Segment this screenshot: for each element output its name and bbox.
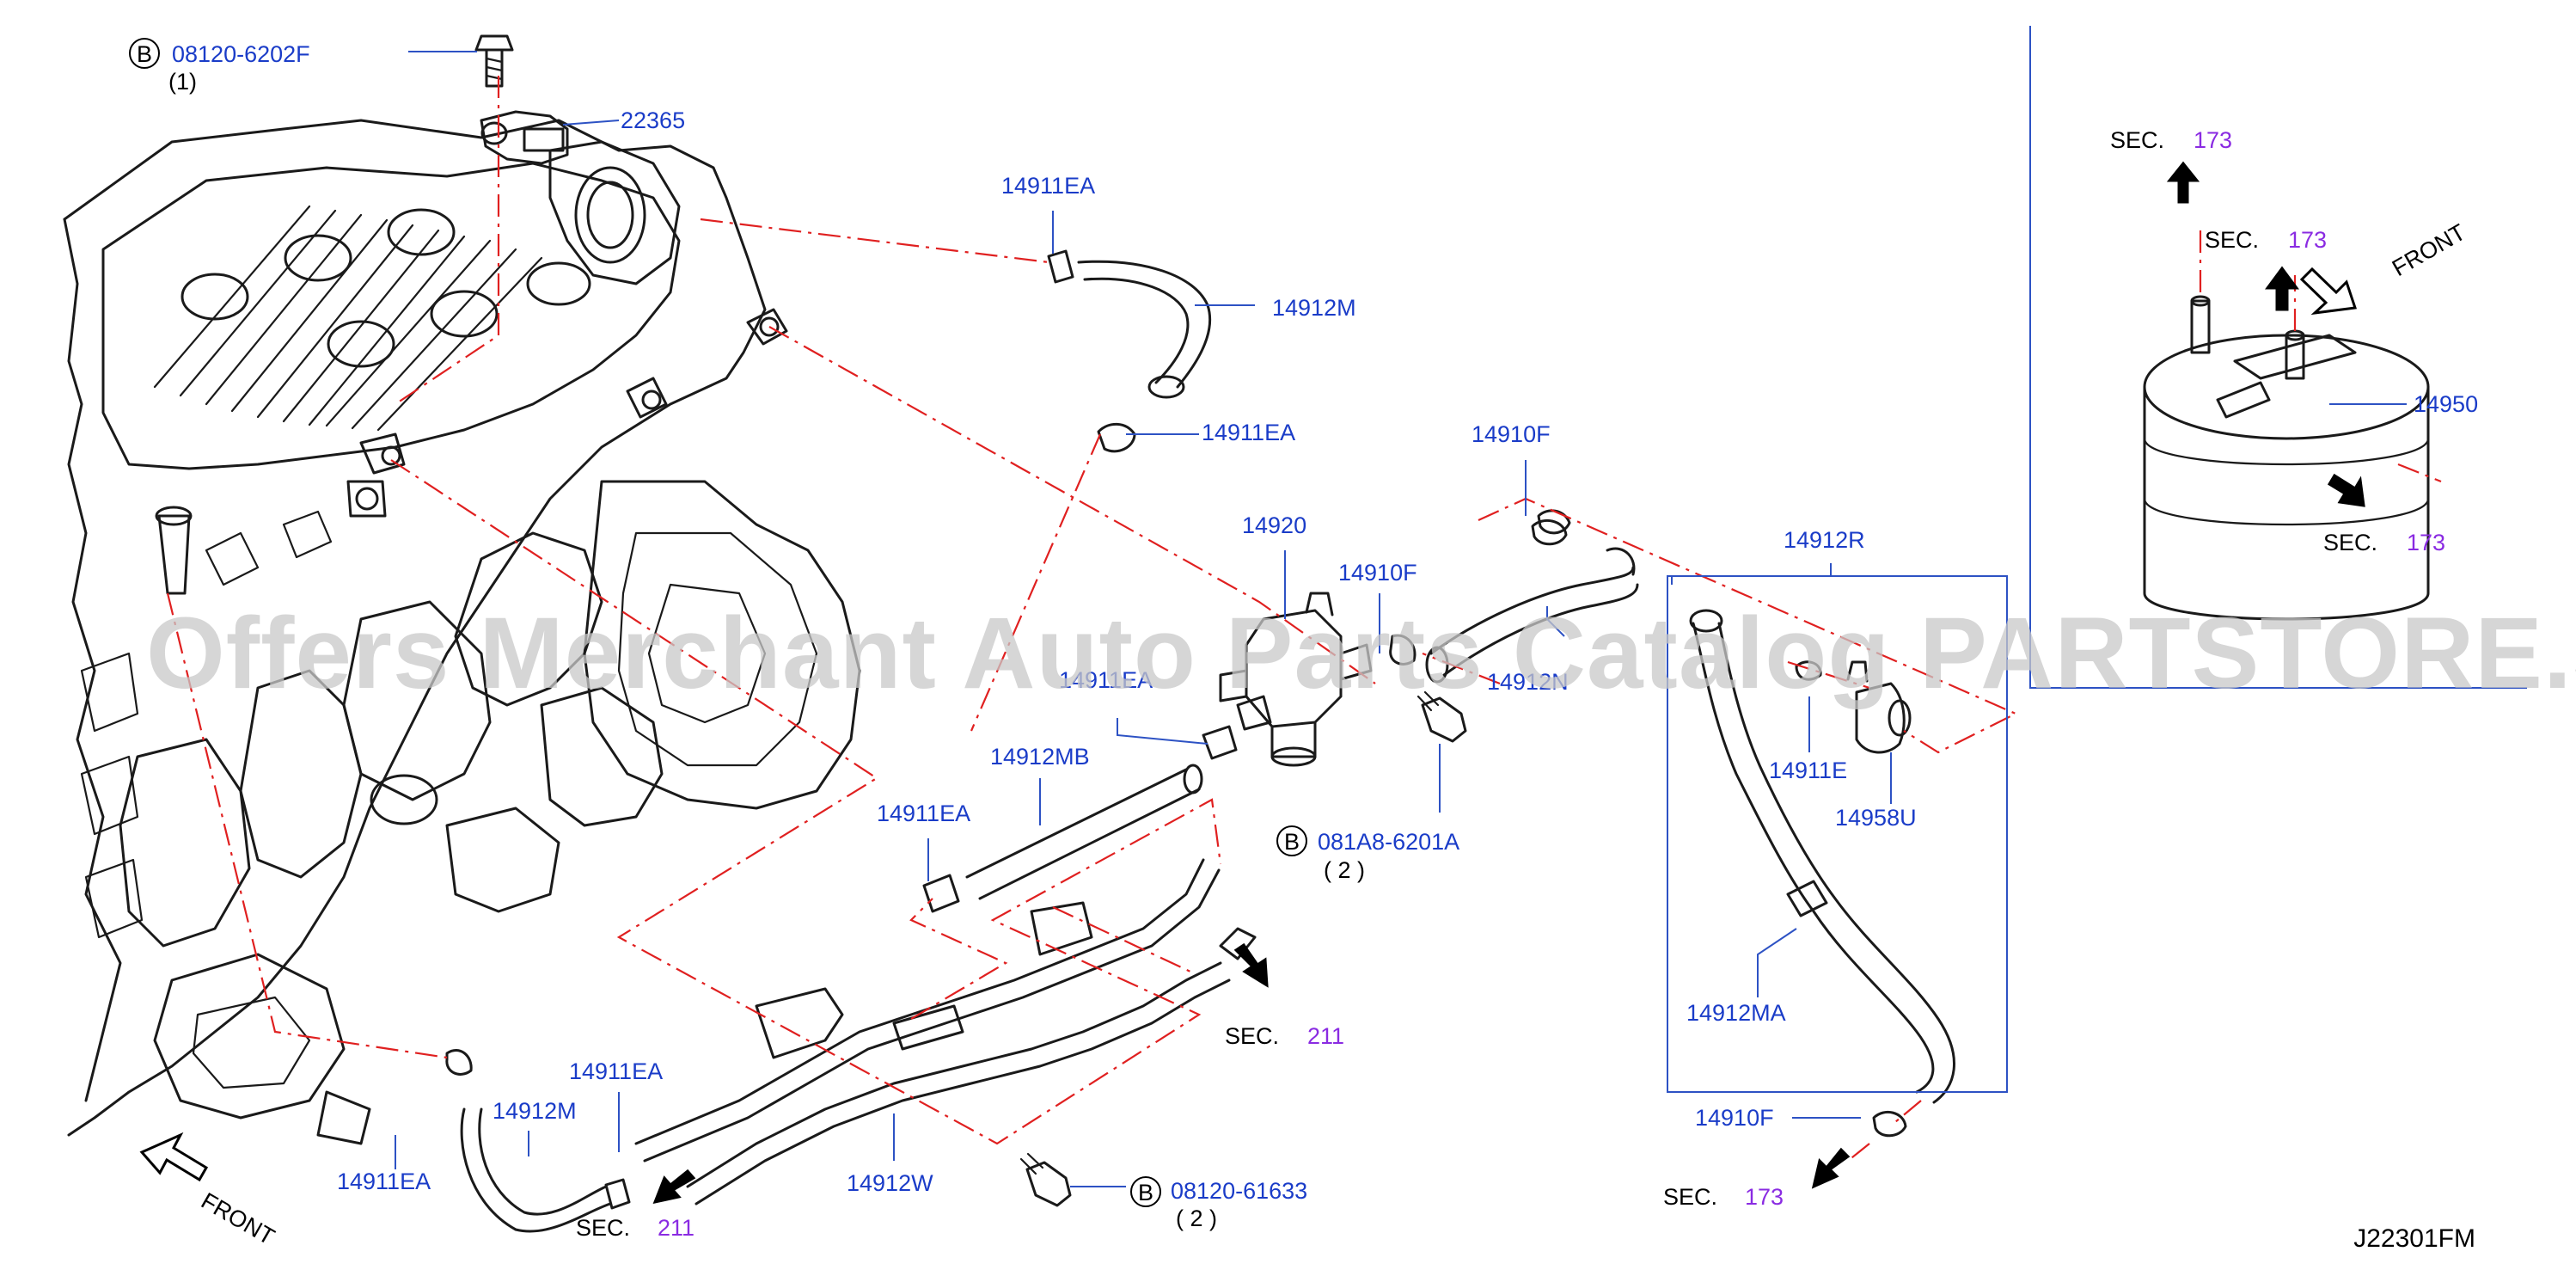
- bolt-top-illustration: [474, 34, 514, 88]
- label-14911ea-bottom-mid[interactable]: 14911EA: [569, 1058, 663, 1084]
- bolt-marker-letter: B: [1284, 829, 1300, 855]
- sec-ref-173-top1[interactable]: SEC. 173: [2110, 127, 2232, 153]
- label-081a8-6201a[interactable]: 081A8-6201A: [1318, 829, 1459, 855]
- label-08120-6202f-qty: (1): [168, 69, 197, 95]
- label-081a8-6201a-qty: ( 2 ): [1324, 857, 1365, 883]
- solid-arrow-icon: [2327, 473, 2365, 507]
- label-14912m-top[interactable]: 14912M: [1272, 295, 1356, 321]
- label-14912ma[interactable]: 14912MA: [1686, 1000, 1786, 1026]
- label-14911ea-top[interactable]: 14911EA: [1001, 173, 1095, 199]
- bolt-marker-letter: B: [1138, 1180, 1153, 1205]
- label-08120-61633[interactable]: 08120-61633: [1171, 1178, 1307, 1204]
- label-08120-6202f[interactable]: 08120-6202F: [172, 41, 310, 67]
- label-14910f-bottom[interactable]: 14910F: [1695, 1105, 1774, 1131]
- bolt-marker-letter: B: [137, 41, 152, 67]
- sensor-22365-illustration: [480, 110, 569, 165]
- sec-ref-173-side[interactable]: SEC. 173: [2323, 530, 2445, 555]
- circle-b-icon: B: [1276, 825, 1307, 856]
- label-14958u[interactable]: 14958U: [1835, 805, 1917, 831]
- flow-arrows: [652, 161, 2365, 1205]
- bolt-valve-illustration: [1416, 690, 1467, 743]
- sec-prefix: SEC.: [1225, 1023, 1279, 1049]
- leader-lines: [395, 51, 2407, 1187]
- purge-valve-14920-illustration: [1202, 592, 1373, 767]
- clamp-illustrations: [1531, 518, 1907, 1138]
- circle-b-icon: B: [1130, 1176, 1161, 1207]
- connection-lines: [166, 76, 2442, 1162]
- sec-number: 173: [2288, 227, 2327, 253]
- sec-number: 173: [2194, 127, 2232, 153]
- label-14911ea-bottom[interactable]: 14911EA: [337, 1169, 431, 1194]
- hose-14912ma-group-frame: [1667, 575, 2008, 1093]
- label-14912m-bottom[interactable]: 14912M: [493, 1098, 577, 1124]
- sec-prefix: SEC.: [1663, 1184, 1717, 1210]
- sec-prefix: SEC.: [2323, 530, 2377, 555]
- solid-arrow-icon: [1811, 1147, 1851, 1189]
- hollow-arrow-icon: [2299, 267, 2358, 316]
- sec-ref-211-bottom[interactable]: SEC. 211: [576, 1215, 694, 1241]
- hollow-arrow-icon: [139, 1132, 209, 1182]
- solid-arrow-icon: [2265, 266, 2299, 311]
- frames: [1667, 26, 2527, 1093]
- watermark-text: Offers Merchant Auto Parts Catalog PARTS…: [146, 597, 2576, 710]
- label-14912w[interactable]: 14912W: [847, 1170, 933, 1196]
- engine-block-illustration: [63, 119, 861, 1145]
- sec-prefix: SEC.: [2205, 227, 2259, 253]
- section-references: SEC. 211 SEC. 211 SEC. 173 SEC. 173 SEC.…: [576, 127, 2445, 1241]
- front-label-right: FRONT: [2388, 219, 2470, 281]
- hose-14912n-illustration: [1389, 509, 1639, 684]
- label-08120-61633-qty: ( 2 ): [1176, 1205, 1217, 1231]
- sec-number: 173: [2407, 530, 2445, 555]
- label-14911ea-mid[interactable]: 14911EA: [1202, 420, 1295, 445]
- tube-14912w-illustration: [634, 858, 1257, 1205]
- label-14950[interactable]: 14950: [2414, 391, 2478, 417]
- diagram-code: J22301FM: [2353, 1224, 2475, 1253]
- hose-14912mb-illustration: [922, 764, 1203, 913]
- hose-14912m-bottom-illustration: [445, 1049, 631, 1233]
- label-14912n[interactable]: 14912N: [1487, 669, 1569, 695]
- front-label-left: FRONT: [197, 1187, 279, 1249]
- label-14912mb[interactable]: 14912MB: [990, 744, 1090, 770]
- label-22365[interactable]: 22365: [621, 107, 685, 133]
- hose-14912m-top-illustration: [1047, 249, 1212, 453]
- sec-number: 211: [658, 1215, 694, 1241]
- canister-section-divider: [2029, 26, 2527, 689]
- label-14920[interactable]: 14920: [1242, 512, 1306, 538]
- sec-prefix: SEC.: [2110, 127, 2164, 153]
- canister-14950-illustration: [2143, 295, 2430, 621]
- solid-arrow-icon: [2166, 161, 2200, 204]
- part-number-labels: 08120-6202F (1) 22365 14911EA 14912M 149…: [168, 41, 2478, 1250]
- label-14911ea-left[interactable]: 14911EA: [877, 801, 970, 826]
- label-14912r[interactable]: 14912R: [1784, 527, 1865, 553]
- hose-14912ma-illustration: [1689, 609, 1955, 1104]
- solid-arrow-icon: [1233, 942, 1269, 988]
- sec-number: 211: [1307, 1023, 1344, 1049]
- sec-prefix: SEC.: [576, 1215, 630, 1241]
- label-14910f-top[interactable]: 14910F: [1472, 421, 1551, 447]
- sec-ref-173-bottom[interactable]: SEC. 173: [1663, 1184, 1784, 1210]
- solid-arrow-icon: [652, 1169, 696, 1205]
- circle-b-icon: B: [129, 38, 160, 69]
- sec-ref-211-right[interactable]: SEC. 211: [1225, 1023, 1344, 1049]
- sec-number: 173: [1745, 1184, 1784, 1210]
- label-14911e[interactable]: 14911E: [1769, 758, 1847, 783]
- bolt-bottom-illustration: [1019, 1152, 1072, 1207]
- label-14910f-mid[interactable]: 14910F: [1338, 560, 1417, 586]
- label-14911ea-valve[interactable]: 14911EA: [1059, 667, 1153, 693]
- sec-ref-173-top2[interactable]: SEC. 173: [2205, 227, 2327, 253]
